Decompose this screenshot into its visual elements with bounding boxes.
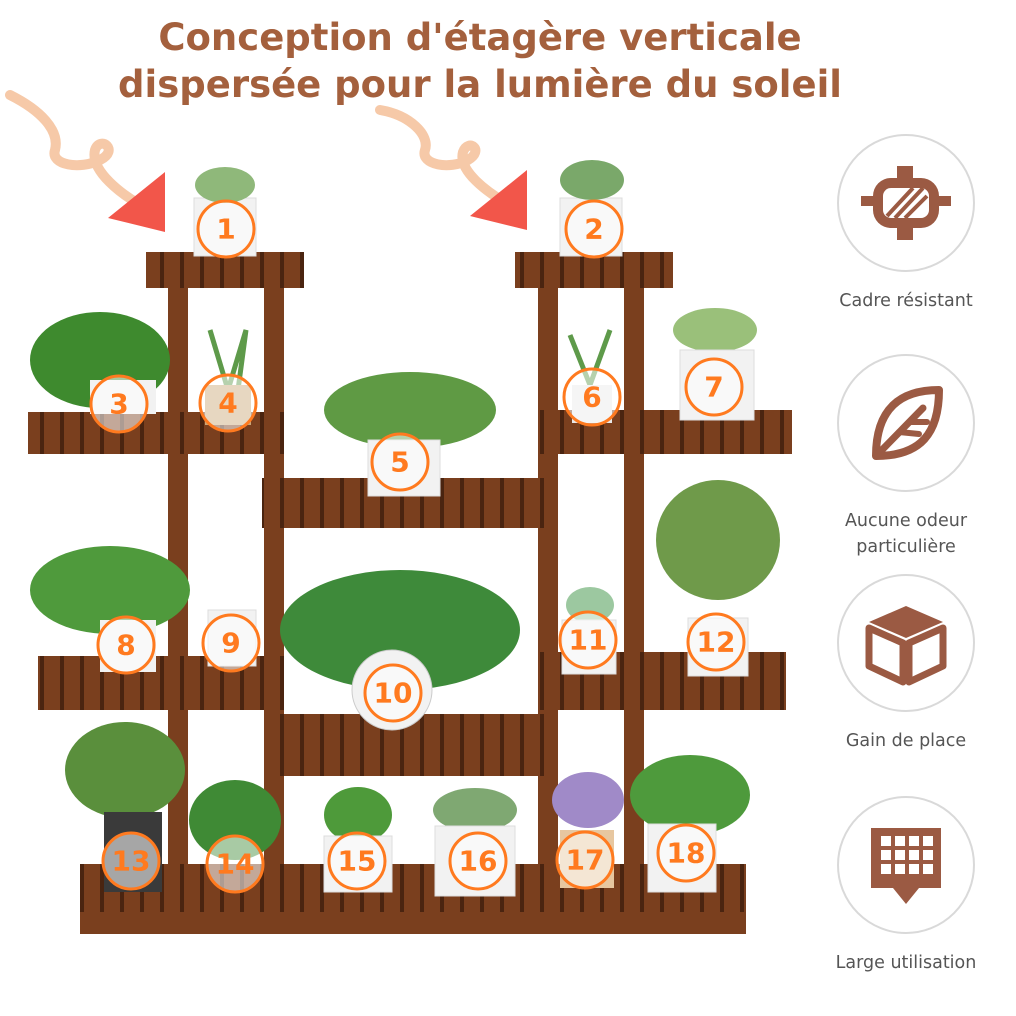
pot-badge-ring [564, 199, 624, 259]
pot-badge-ring [656, 823, 716, 883]
pot-number: 6 [582, 381, 601, 414]
pot-badge-ring [327, 831, 387, 891]
feature-space: Gain de place [826, 574, 986, 754]
pot-badge-ring [686, 612, 746, 672]
pot-badge-ring [101, 831, 161, 891]
feature-usage: Large utilisation [826, 796, 986, 976]
feature-label: Aucune odeur particulière [844, 511, 968, 557]
pot-number: 2 [584, 213, 603, 246]
pot-badge-3: 3 [89, 374, 149, 434]
pot-badge-ring [201, 613, 261, 673]
pot-badge-13: 13 [101, 831, 161, 891]
pot-number: 3 [109, 388, 128, 421]
frame-icon [837, 134, 975, 272]
pot-badge-17: 17 [555, 830, 615, 890]
pot-badge-1: 1 [196, 199, 256, 259]
pot-number: 12 [697, 626, 736, 659]
pot-badge-16: 16 [448, 831, 508, 891]
pot-badge-9: 9 [201, 613, 261, 673]
pot-number: 8 [116, 629, 135, 662]
pot-number: 4 [218, 387, 237, 420]
pot-badge-ring [448, 831, 508, 891]
pot-badge-12: 12 [686, 612, 746, 672]
pot-badge-ring [558, 610, 618, 670]
pot-badge-14: 14 [205, 834, 265, 894]
pot-number: 9 [221, 627, 240, 660]
grid-icon [837, 796, 975, 934]
headline-line-1: Conception d'étagère verticale [158, 16, 802, 59]
pot-badge-ring [555, 830, 615, 890]
pot-badge-11: 11 [558, 610, 618, 670]
pot-badge-18: 18 [656, 823, 716, 883]
pot-number: 1 [216, 213, 235, 246]
pot-number: 15 [338, 845, 377, 878]
box-icon [837, 574, 975, 712]
pot-badge-ring [196, 199, 256, 259]
pot-number: 14 [216, 848, 255, 881]
pot-number: 18 [667, 837, 706, 870]
pot-badge-ring [89, 374, 149, 434]
pot-badge-ring [363, 663, 423, 723]
pot-badge-8: 8 [96, 615, 156, 675]
pot-number: 16 [459, 845, 498, 878]
pot-badge-ring [96, 615, 156, 675]
pot-badge-7: 7 [684, 357, 744, 417]
pot-badge-10: 10 [363, 663, 423, 723]
feature-label: Cadre résistant [839, 291, 973, 311]
pot-badge-15: 15 [327, 831, 387, 891]
leaf-icon [837, 354, 975, 492]
feature-frame: Cadre résistant [826, 134, 986, 314]
pot-number: 13 [112, 845, 151, 878]
pot-number: 11 [569, 624, 608, 657]
pot-badge-ring [684, 357, 744, 417]
left-arrow-icon [5, 90, 165, 232]
feature-label: Large utilisation [835, 953, 977, 973]
feature-odour: Aucune odeur particulière [826, 354, 986, 560]
pot-badge-ring [370, 432, 430, 492]
pot-badge-4: 4 [198, 373, 258, 433]
pot-badge-2: 2 [564, 199, 624, 259]
headline: Conception d'étagère verticale dispersée… [60, 14, 900, 108]
feature-label: Gain de place [845, 731, 967, 751]
pot-number: 10 [374, 677, 413, 710]
pot-number: 7 [704, 371, 723, 404]
headline-line-2: dispersée pour la lumière du soleil [118, 63, 842, 106]
pot-number: 5 [390, 446, 409, 479]
pot-badge-ring [205, 834, 265, 894]
pot-badge-ring [562, 367, 622, 427]
pot-number: 17 [566, 844, 605, 877]
pot-badge-6: 6 [562, 367, 622, 427]
right-arrow-icon [375, 105, 527, 230]
pot-badge-5: 5 [370, 432, 430, 492]
plant-14 [189, 780, 281, 860]
pot-badge-ring [198, 373, 258, 433]
